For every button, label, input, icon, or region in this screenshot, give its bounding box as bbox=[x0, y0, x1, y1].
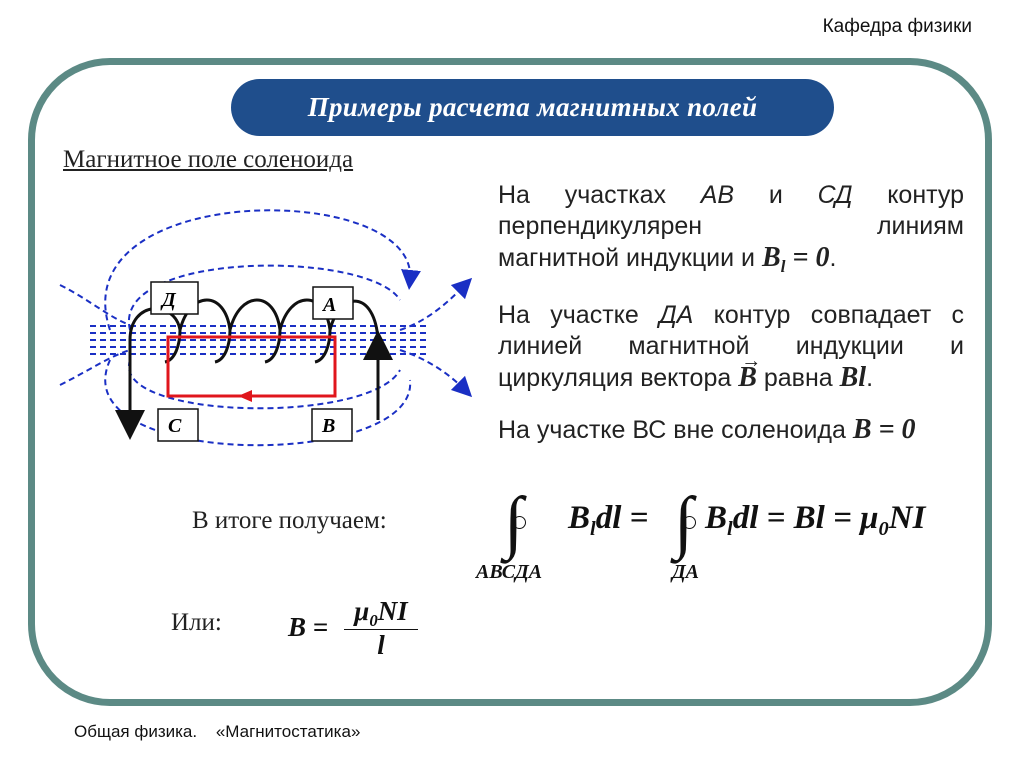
label-c: С bbox=[168, 415, 182, 437]
footer-course: Общая физика. bbox=[74, 722, 198, 741]
footer: Общая физика. «Магнитостатика» bbox=[74, 722, 374, 742]
footer-topic: «Магнитостатика» bbox=[215, 722, 361, 741]
contour-circle-2 bbox=[683, 516, 696, 529]
label-box-b bbox=[311, 408, 353, 442]
label-box-c bbox=[157, 408, 199, 442]
department-name: Кафедра физики bbox=[822, 16, 972, 37]
slide-frame bbox=[28, 58, 992, 706]
contour-rectangle bbox=[166, 335, 337, 398]
field-lines bbox=[59, 209, 473, 447]
formula-term-1: Bldl = bbox=[568, 500, 649, 541]
formula-lhs: B = bbox=[288, 612, 329, 642]
formula-term-2: Bldl = Bl = μ0NI bbox=[705, 500, 926, 541]
formula-bl-zero: Bl = 0 bbox=[761, 242, 830, 277]
label-d: Д bbox=[160, 289, 177, 311]
section-subtitle: Магнитное поле соленоида bbox=[63, 146, 354, 173]
slide-title: Примеры расчета магнитных полей bbox=[231, 79, 834, 136]
result-label: В итоге получаем: bbox=[192, 507, 387, 534]
label-b: В bbox=[321, 415, 335, 437]
or-label: Или: bbox=[171, 609, 222, 636]
lower-limit-1: АВСДА bbox=[476, 561, 543, 583]
label-a: А bbox=[321, 294, 336, 316]
paragraph-1: На участках АВ и СД контур перпендикуляр… bbox=[498, 181, 964, 277]
label-box-a bbox=[312, 286, 354, 320]
paragraph-3: На участке ВС вне соленоида B = 0 bbox=[498, 414, 916, 445]
vector-b: →B bbox=[738, 350, 762, 393]
contour-circle-1 bbox=[513, 516, 526, 529]
label-box-d bbox=[150, 281, 199, 315]
paragraph-2: На участке ДА контур совпадает с линией … bbox=[498, 301, 964, 393]
lower-limit-2: ДА bbox=[672, 561, 700, 583]
formula-fraction: μ0NI l bbox=[344, 596, 418, 661]
